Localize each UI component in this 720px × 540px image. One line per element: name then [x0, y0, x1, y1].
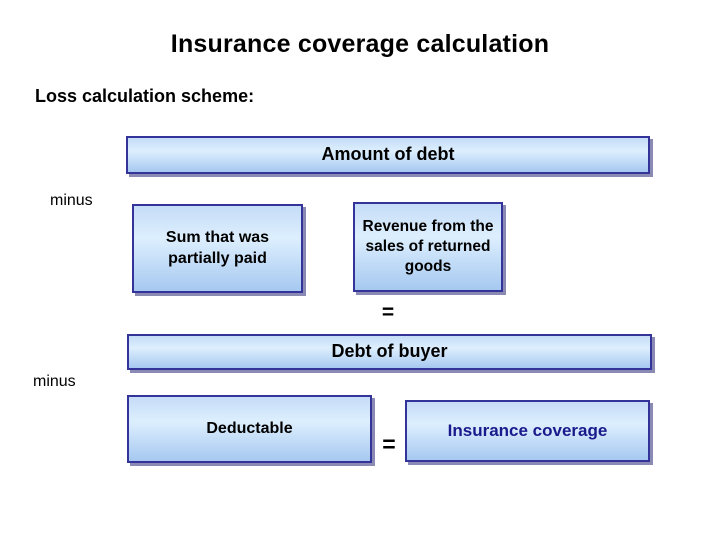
slide-title: Insurance coverage calculation	[170, 30, 550, 58]
minus-operator-2: minus	[33, 373, 76, 390]
equals-operator-1: =	[381, 301, 395, 324]
box-amount-of-debt: Amount of debt	[126, 136, 650, 174]
minus-operator-1: minus	[50, 192, 93, 209]
scheme-heading: Loss calculation scheme:	[35, 86, 255, 106]
box-sum-partially-paid: Sum that was partially paid	[132, 204, 303, 293]
box-debt-of-buyer: Debt of buyer	[127, 334, 652, 370]
box-revenue-returned-goods: Revenue from the sales of returned goods	[353, 202, 503, 292]
box-insurance-coverage: Insurance coverage	[405, 400, 650, 462]
equals-operator-2: =	[382, 431, 396, 457]
box-deductable: Deductable	[127, 395, 372, 463]
